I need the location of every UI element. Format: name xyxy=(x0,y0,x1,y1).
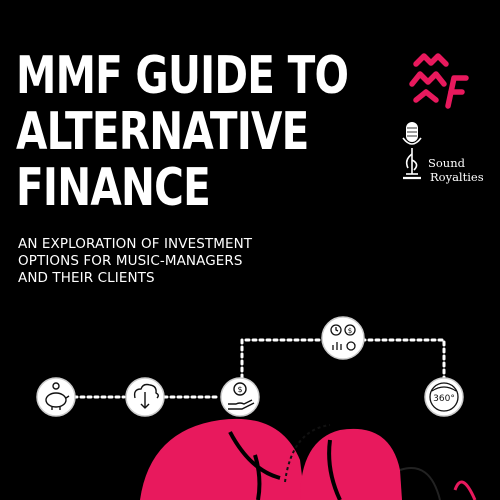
cloud-download-icon xyxy=(125,377,165,417)
mmf-logo xyxy=(409,53,469,109)
subtitle-line-3: AND THEIR CLIENTS xyxy=(18,270,155,286)
360-view-label: 360° xyxy=(433,394,455,404)
title-line-1: MMF GUIDE TO xyxy=(16,46,349,106)
subtitle-line-1: AN EXPLORATION OF INVESTMENT xyxy=(18,236,253,252)
subtitle-line-2: OPTIONS FOR MUSIC-MANAGERS xyxy=(18,253,243,269)
360-view-icon: 360° xyxy=(424,377,464,417)
subtitle: AN EXPLORATION OF INVESTMENT OPTIONS FOR… xyxy=(18,236,252,287)
svg-text:$: $ xyxy=(237,385,242,394)
piggy-bank-icon xyxy=(36,377,76,417)
sound-royalties-line-1: Sound xyxy=(428,156,465,170)
finance-dashboard-icon: $ xyxy=(321,316,365,360)
svg-text:$: $ xyxy=(348,327,352,335)
title-line-3: FINANCE xyxy=(16,158,211,218)
title-line-2: ALTERNATIVE xyxy=(16,102,309,162)
sound-royalties-logo xyxy=(402,122,422,180)
connector-3 xyxy=(240,338,326,380)
page-title: MMF GUIDE TO ALTERNATIVE FINANCE xyxy=(16,46,349,218)
sound-royalties-wordmark: Sound Royalties xyxy=(428,156,484,184)
hand-coin-icon: $ xyxy=(220,377,260,417)
sound-royalties-line-2: Royalties xyxy=(430,170,484,184)
connector-4 xyxy=(360,338,446,380)
